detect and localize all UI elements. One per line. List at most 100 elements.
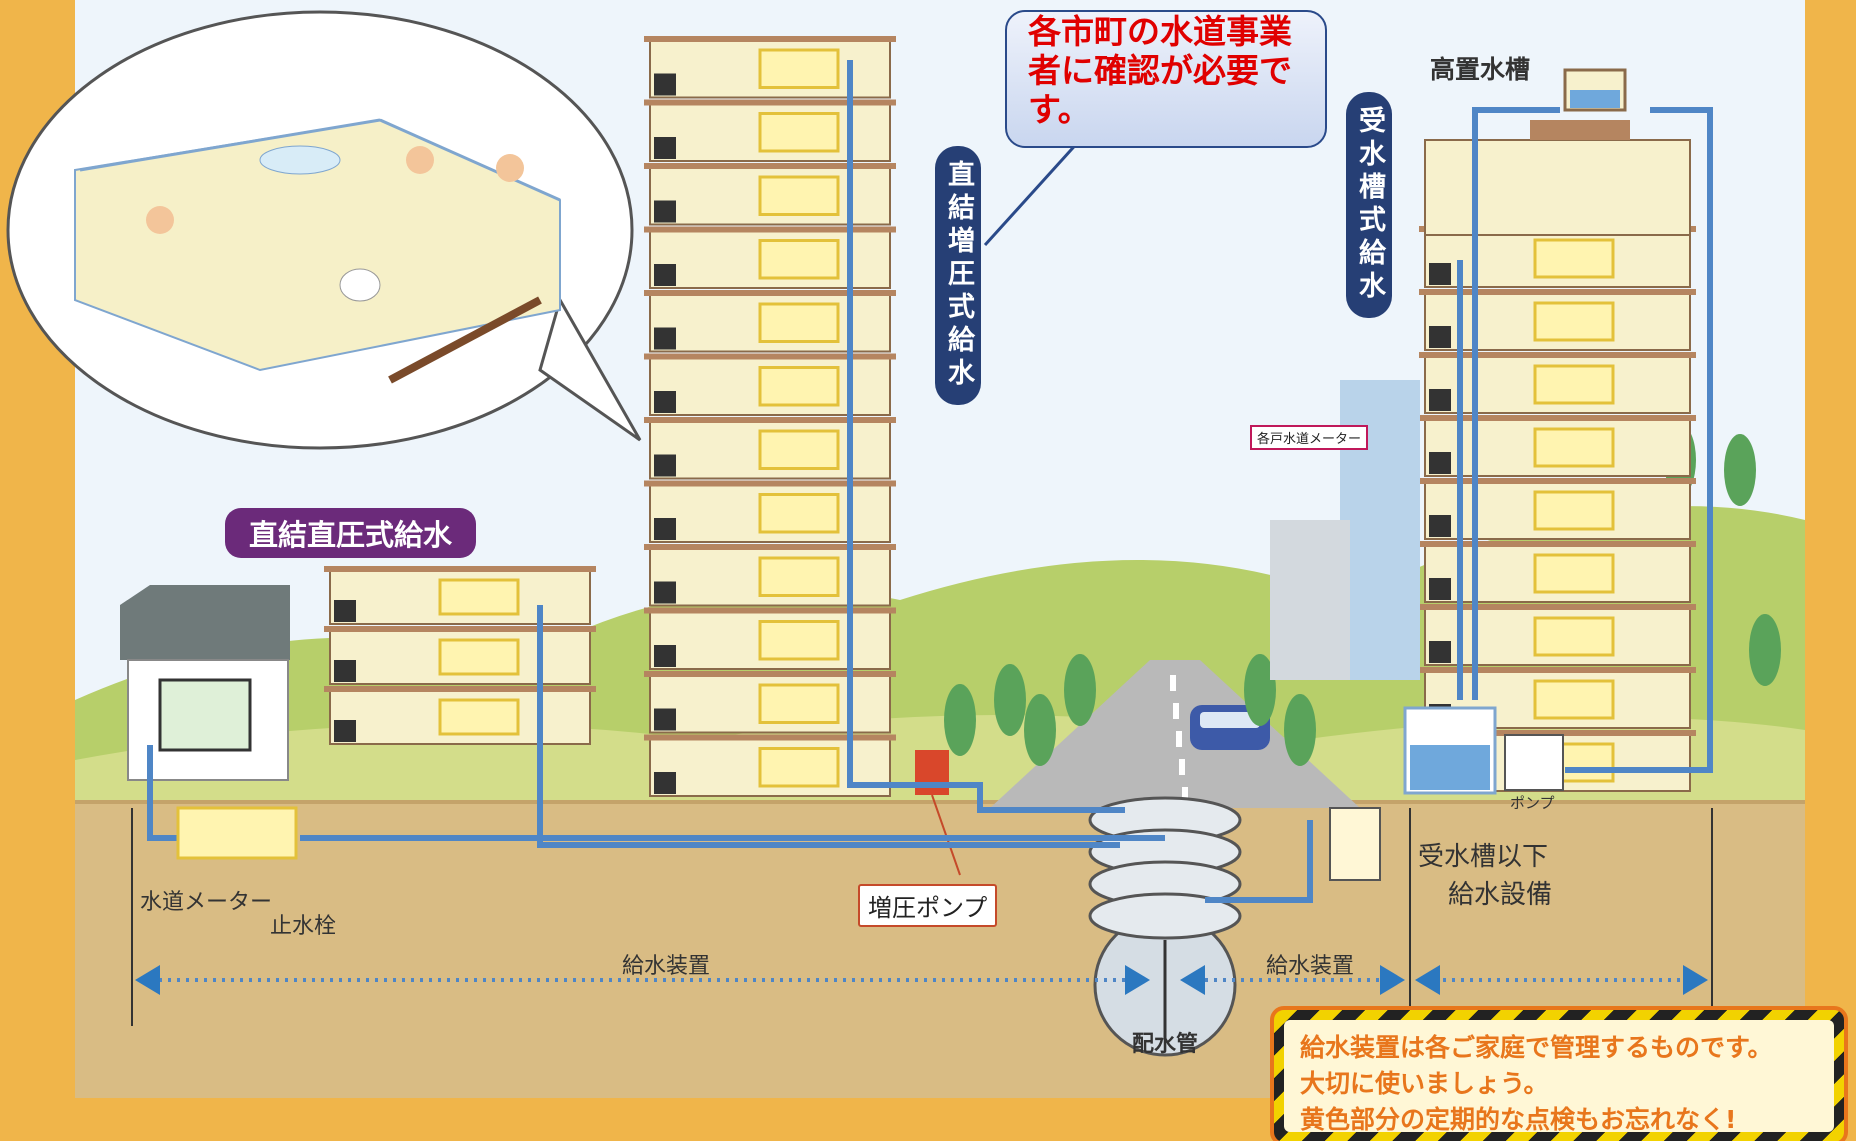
- tall-building-slab: [644, 734, 896, 741]
- pipe-segment: [1088, 892, 1242, 940]
- tank-building-balcony: [1429, 263, 1451, 285]
- low-building-balcony: [334, 660, 356, 682]
- low-building-slab: [324, 626, 596, 632]
- tree: [1749, 614, 1781, 686]
- tank-building-slab: [1419, 478, 1696, 484]
- tank-building-meter-box: [1533, 238, 1615, 279]
- booster-pump-label: 増圧ポンプ: [858, 884, 998, 927]
- house-roof: [120, 585, 290, 660]
- tank-building-meter-box: [1533, 490, 1615, 531]
- notice-panel: 給水装置は各ご家庭で管理するものです。 大切に使いましょう。 黄色部分の定期的な…: [1270, 1006, 1848, 1141]
- callout-text: 各市町の水道事業者に確認が必要です。: [1028, 12, 1292, 129]
- tall-building-balcony: [654, 264, 676, 286]
- tall-building-balcony: [654, 391, 676, 413]
- tall-building-meter-box: [758, 112, 840, 153]
- tank-building-top: [1424, 139, 1691, 236]
- callout-bubble: [1005, 10, 1327, 148]
- receiving-tank-water: [1410, 745, 1490, 790]
- tall-building-slab: [644, 99, 896, 106]
- tank-building-roof: [1530, 120, 1630, 140]
- tank-building-slab: [1419, 730, 1696, 736]
- service-pipe: [147, 745, 180, 841]
- supply-device-right-label: 給水装置: [1266, 954, 1355, 979]
- person-head: [146, 206, 174, 234]
- tall-building-meter-box: [758, 747, 840, 788]
- house-meter-box: [176, 806, 298, 860]
- tree: [1244, 654, 1276, 726]
- tall-building-meter-box: [758, 48, 840, 89]
- low-building-balcony: [334, 720, 356, 742]
- tall-building-balcony: [654, 581, 676, 604]
- bg-tower-2: [1270, 520, 1350, 680]
- toilet: [339, 268, 381, 302]
- tank-building-balcony: [1429, 641, 1451, 663]
- arrow-right: [1380, 965, 1405, 995]
- tall-building-meter-box: [758, 620, 840, 661]
- elevated-tank-label: 高置水槽: [1430, 55, 1531, 84]
- bathtub: [259, 145, 341, 175]
- meter-pipe: [388, 296, 542, 384]
- tall-building-slab: [644, 163, 896, 169]
- below-tank-label-2: 給水設備: [1448, 880, 1553, 910]
- low-building-slab: [324, 566, 596, 572]
- ground-line: [75, 800, 1805, 804]
- tall-building-slab: [644, 671, 896, 677]
- tree: [1064, 654, 1096, 726]
- tall-building-meter-box: [758, 175, 840, 216]
- tree: [944, 684, 976, 756]
- below-tank-label-1: 受水槽以下: [1418, 842, 1549, 872]
- road-mark: [1173, 703, 1179, 719]
- tall-building-balcony: [654, 454, 676, 477]
- tall-building-balcony: [654, 200, 676, 223]
- low-building-balcony: [334, 600, 356, 622]
- road-mark: [1182, 787, 1188, 803]
- callout-pointer: [983, 138, 1082, 247]
- room-wall: [379, 118, 561, 202]
- tall-building-slab: [644, 226, 896, 233]
- meter-box-right: [1329, 807, 1381, 881]
- tank-building-balcony: [1429, 326, 1451, 348]
- arrow-left: [1415, 965, 1440, 995]
- vertical-text: 直結増圧式給水: [943, 160, 974, 391]
- stop-valve-label: 止水栓: [270, 914, 337, 939]
- tall-building-meter-box: [758, 366, 840, 407]
- tank-building-slab: [1419, 415, 1696, 421]
- tank-building-balcony: [1429, 515, 1451, 537]
- road-mark: [1176, 731, 1182, 747]
- tank-building-slab: [1419, 541, 1696, 547]
- notice-line-3: 黄色部分の定期的な点検もお忘れなく!: [1300, 1105, 1737, 1134]
- service-pipe: [537, 605, 1120, 848]
- pump-label: ポンプ: [1510, 794, 1555, 812]
- tall-building-balcony: [654, 645, 676, 667]
- tall-building-meter-box: [758, 556, 840, 597]
- tank-building-balcony: [1429, 578, 1451, 600]
- tank-building-slab: [1419, 289, 1696, 295]
- tall-building-slab: [644, 417, 896, 423]
- tall-building-slab: [644, 353, 896, 360]
- tall-building-slab: [644, 607, 896, 614]
- person-head: [496, 154, 524, 182]
- notice-inner: 給水装置は各ご家庭で管理するものです。 大切に使いましょう。 黄色部分の定期的な…: [1284, 1020, 1834, 1134]
- low-building-meter-box: [438, 698, 520, 736]
- distribution-main-label: 配水管: [1132, 1032, 1199, 1057]
- tall-building-meter-box: [758, 302, 840, 343]
- road-mark: [1179, 759, 1185, 775]
- vertical-text: 受水槽式給水: [1354, 106, 1385, 304]
- service-pipe: [847, 60, 1125, 813]
- water-meter-label: 水道メーター: [140, 890, 273, 915]
- house-window: [158, 678, 252, 752]
- tall-building-slab: [644, 36, 896, 42]
- tank-building-balcony: [1429, 452, 1451, 474]
- tall-building-meter-box: [758, 429, 840, 470]
- tank-building-meter-box: [1533, 301, 1615, 342]
- tall-building-slab: [644, 544, 896, 550]
- service-pipe: [1565, 107, 1713, 773]
- tank-building-meter-box: [1533, 679, 1615, 720]
- arrow-left: [135, 965, 160, 995]
- booster-direct-label: 直結増圧式給水: [935, 146, 981, 405]
- notice-line-2: 大切に使いましょう。: [1300, 1069, 1549, 1098]
- tall-building-balcony: [654, 327, 676, 350]
- tree: [1284, 694, 1316, 766]
